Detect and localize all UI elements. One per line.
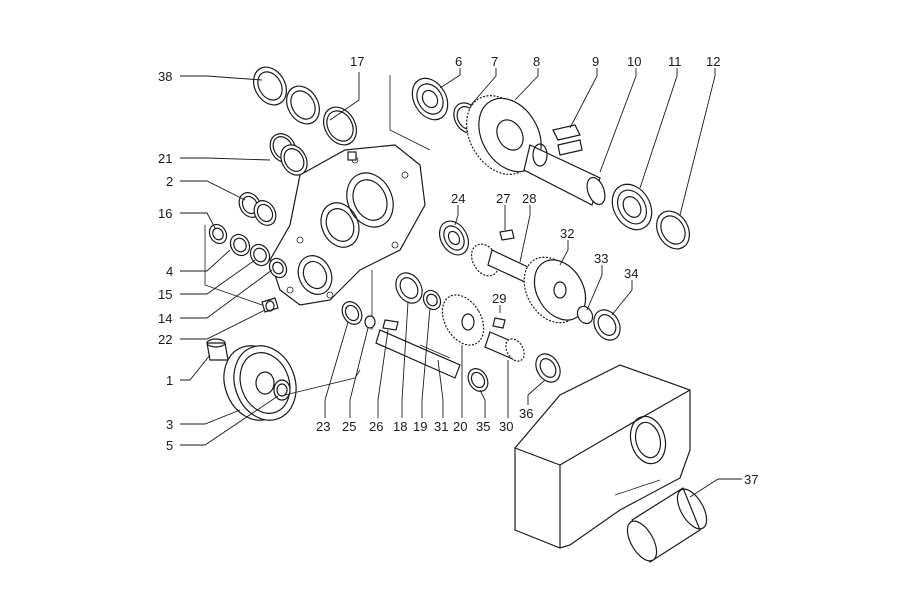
callout-16: 16: [158, 206, 172, 221]
part-1-key-pin: [206, 338, 229, 361]
callout-36: 36: [519, 406, 533, 421]
callout-1: 1: [166, 373, 173, 388]
callout-4: 4: [166, 264, 173, 279]
leader-lines: [180, 68, 742, 498]
part-37-bushing: [626, 487, 708, 563]
part-12-seal: [656, 210, 690, 250]
part-30-pinion-shaft: [484, 331, 525, 362]
pulley-axis-line: [284, 369, 361, 396]
part-17-snap-rings: [269, 85, 357, 176]
part-24-bearing: [438, 220, 470, 256]
callout-29: 29: [492, 291, 506, 306]
callout-33: 33: [594, 251, 608, 266]
cover-axis-line: [614, 479, 661, 496]
callout-2: 2: [166, 174, 173, 189]
callout-37: 37: [744, 472, 758, 487]
callout-6: 6: [455, 54, 462, 69]
callout-22: 22: [158, 332, 172, 347]
part-33-ring: [576, 305, 594, 325]
callout-35: 35: [476, 419, 490, 434]
callout-24: 24: [451, 191, 465, 206]
callout-11: 11: [668, 54, 682, 69]
callout-10: 10: [627, 54, 641, 69]
part-11-bearing: [611, 183, 653, 231]
callout-27: 27: [496, 191, 510, 206]
part-28-pinion-shaft: [470, 243, 531, 283]
callout-5: 5: [166, 438, 173, 453]
part-10-shaft: [523, 143, 606, 206]
callout-15: 15: [158, 287, 172, 302]
callout-20: 20: [453, 419, 467, 434]
callout-14: 14: [158, 311, 172, 326]
part-16-bearing-set: [204, 223, 271, 306]
callout-3: 3: [166, 417, 173, 432]
callout-28: 28: [522, 191, 536, 206]
part-2-ring: [238, 192, 277, 226]
part-38-seal-ring: [253, 66, 287, 106]
callout-38: 38: [158, 69, 172, 84]
callout-23: 23: [316, 419, 330, 434]
part-26-key: [382, 319, 399, 331]
part-20-gear: [441, 294, 485, 346]
part-8-gear: [465, 95, 542, 175]
callout-25: 25: [342, 419, 356, 434]
part-6-bearing: [389, 75, 449, 151]
part-25-ring: [364, 315, 376, 329]
callout-32: 32: [560, 226, 574, 241]
part-14-spacer: [268, 257, 288, 279]
callout-7: 7: [491, 54, 498, 69]
part-27-key: [499, 229, 515, 241]
callout-18: 18: [393, 419, 407, 434]
part-3-pulley: [223, 345, 297, 421]
gearbox-cover: [514, 364, 691, 549]
part-35-bearing: [467, 368, 489, 392]
callout-labels: 38 17 6 7 8 9 10 11 12 21 2 16 4 15 14 2…: [158, 54, 758, 487]
part-22-plug: [261, 297, 279, 313]
callout-21: 21: [158, 151, 172, 166]
part-19-ring: [422, 289, 442, 311]
part-32-gear: [523, 256, 587, 324]
callout-19: 19: [413, 419, 427, 434]
housing-plate: [269, 144, 426, 306]
part-34-bearing: [593, 309, 621, 341]
callout-8: 8: [533, 54, 540, 69]
part-9-key: [552, 124, 583, 156]
callout-30: 30: [499, 419, 513, 434]
callout-17: 17: [350, 54, 364, 69]
callout-9: 9: [592, 54, 599, 69]
callout-34: 34: [624, 266, 638, 281]
callout-31: 31: [434, 419, 448, 434]
part-29-key: [492, 317, 506, 329]
part-36-bearing: [535, 353, 561, 383]
callout-12: 12: [706, 54, 720, 69]
part-31-shaft: [375, 329, 461, 379]
part-18-bearing: [371, 270, 423, 330]
part-23-bearing: [341, 301, 363, 325]
callout-26: 26: [369, 419, 383, 434]
